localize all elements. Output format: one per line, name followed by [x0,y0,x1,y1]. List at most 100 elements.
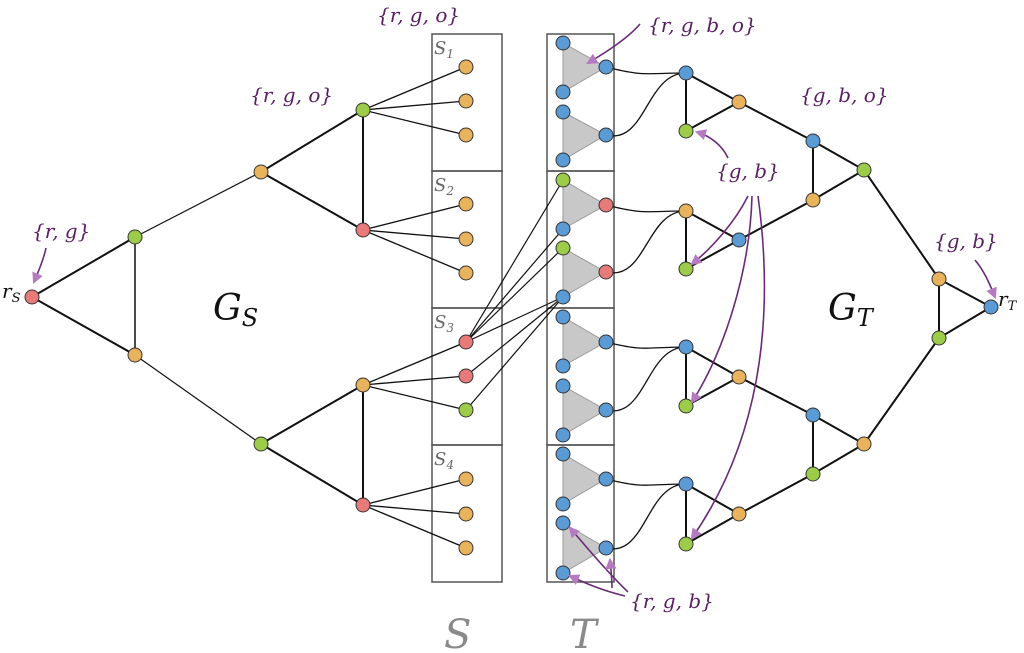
edge-pb_b-qb [812,443,865,475]
arrow-rgbo-to-t1 [586,23,641,65]
box-labels: S1 S2 S3 S4 [434,38,454,472]
edge-qb-rb [863,337,940,445]
arrow-rgb-to-t4-tri [605,557,617,589]
triangle-t3-lower [562,385,608,436]
node-qa [856,162,872,178]
node-rt [983,299,999,315]
node-qb [856,436,872,452]
edge-h4-s4b [362,504,467,515]
edge-s3a-t2d [465,296,564,343]
edge-t3x-u3 [605,341,687,349]
label-s2: S2 [434,175,454,198]
edge-u2r-pa_b [738,199,814,241]
node-s1c [458,127,474,143]
node-t2d [555,289,571,305]
node-u3g [678,398,694,414]
node-t2c [555,240,571,256]
edge-s3a-t2b [465,228,564,343]
node-u2 [678,203,694,219]
edge-u2-u2r [685,210,740,241]
triangle-t3-upper [562,316,608,367]
node-h4 [355,497,371,513]
node-t4c [555,515,571,531]
edge-ra-rt [938,278,992,308]
node-t1a [555,35,571,51]
node-rb [931,330,947,346]
edge-u4r-pb_b [738,473,814,515]
edge-t1y-u1 [605,72,687,137]
edge-pa_t-qa [812,140,865,171]
arrow-gb-to-u4g [690,195,766,540]
node-s2c [458,265,474,281]
node-t4x [598,471,614,487]
annotations: {r, g} {r, g, o} {r, g, o} {r, g, b, o} … [32,3,998,613]
node-s3b [458,368,474,384]
node-u4g [678,536,694,552]
edge-h1-s1a [362,66,467,111]
node-h1 [355,102,371,118]
edge-qa-ra [863,169,940,280]
edge-s3a-t2a [465,179,564,343]
edge-h4-s4a [362,478,467,506]
box-s4 [431,444,503,583]
node-ga [253,164,269,180]
node-gb [253,436,269,452]
node-u1g [678,123,694,139]
label-s3: S3 [434,312,454,335]
node-t3c [555,378,571,394]
node-h3 [355,377,371,393]
node-s4a [458,471,474,487]
edge-h4-s4c [362,504,467,549]
node-ra [931,271,947,287]
annotation-gb-mid: {g, b} [716,159,780,183]
triangle-t1-upper [562,42,608,93]
node-t1c [555,104,571,120]
node-u3 [678,339,694,355]
edge-h3-s3b [362,375,467,386]
node-pa_t [805,133,821,149]
edge-u3-u3r [685,346,740,378]
node-s1b [458,93,474,109]
node-s3c [458,402,474,418]
node-t4a [555,446,571,462]
node-pb_b [805,466,821,482]
node-t3a [555,309,571,325]
arrow-gb-to-u2g [690,195,749,266]
t-triangles [562,42,608,574]
node-t4y [598,540,614,556]
edge-t3y-u3 [605,346,687,412]
annotation-rgo-left: {r, g, o} [250,83,333,107]
edge-s3a-t2c [465,247,564,343]
annotation-rgbo: {r, g, b, o} [648,13,757,37]
node-s1a [458,59,474,75]
node-h2 [355,222,371,238]
triangle-t2-lower [562,247,608,298]
label-s4: S4 [434,449,454,472]
annotation-gb-right: {g, b} [934,229,998,253]
arrow-gb-to-u3g [690,195,753,404]
node-t4b [555,496,571,512]
node-ls2 [127,347,143,363]
label-set-t: T [570,612,600,653]
edge-t1x-u1 [605,66,687,75]
node-t2x [598,197,614,213]
edge-rb-rt [938,306,992,339]
triangle-t2-upper [562,179,608,230]
edge-ls1-ga [134,171,262,238]
edge-h1-s1c [362,109,467,136]
edge-pa_b-qa [812,169,865,201]
node-t3y [598,402,614,418]
set-boxes [431,33,615,583]
edge-gb-h4 [260,443,364,506]
edge-pb_t-qb [812,414,865,445]
edge-u1-u1r [685,72,740,103]
edge-u1r-u1g [685,101,740,132]
edge-u3r-pb_t [738,376,814,416]
label-graph-gt: GT [828,288,875,332]
node-u1r [731,94,747,110]
edge-h2-s2a [362,203,467,231]
annotation-arrows [32,23,997,597]
arrow-rgb-to-t4-lower [567,574,626,597]
edge-ga-h1 [260,109,364,173]
label-root-t: rT [998,287,1018,314]
